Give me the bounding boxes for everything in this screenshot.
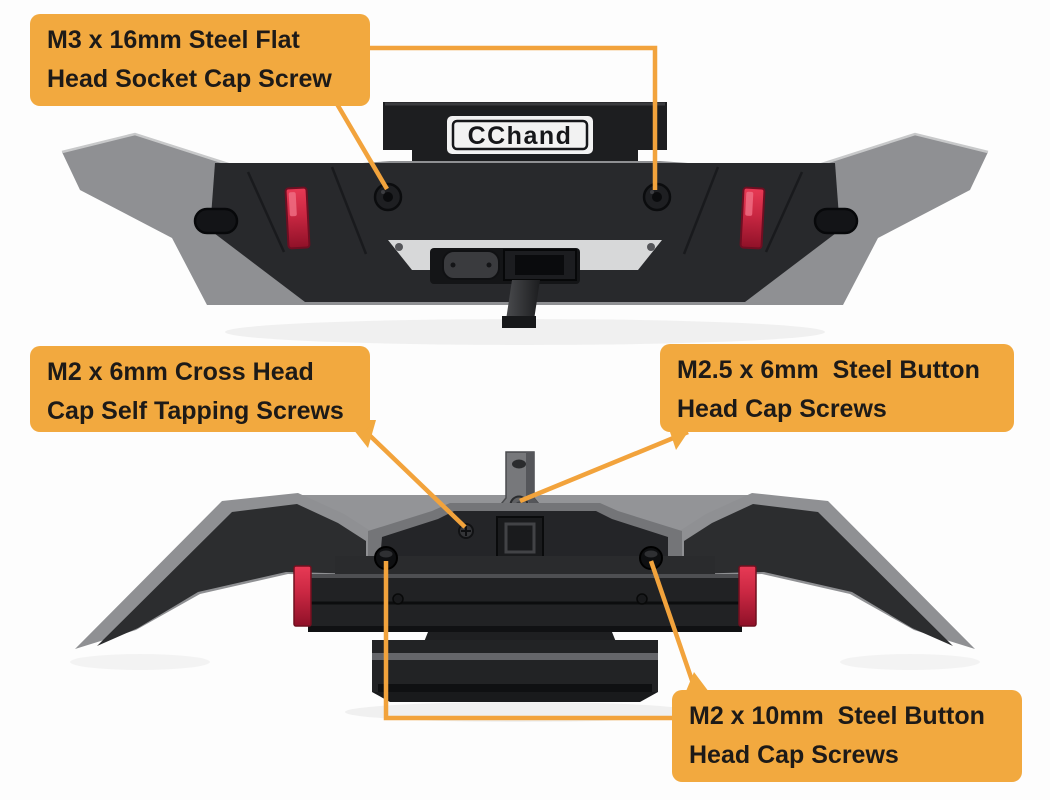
lower-block — [372, 640, 658, 692]
callout-m2-button-line2: Head Cap Screws — [689, 741, 899, 769]
facet-line — [246, 171, 286, 253]
leader-line-m25 — [519, 429, 689, 504]
callout-m25-line1: M2.5 x 6mm Steel Button — [677, 356, 980, 384]
wing-shadow — [70, 654, 210, 670]
right-reflector-top-view — [738, 565, 757, 627]
leader-line-m3 — [368, 45, 658, 190]
cchand-logo-border — [451, 119, 589, 151]
callout-m2-tapping-line2: Cap Self Tapping Screws — [47, 397, 344, 425]
wing-shadow — [840, 654, 980, 670]
hitch-shank — [506, 280, 540, 320]
top-bumper-shadow — [225, 319, 825, 345]
skid-screw-right — [647, 243, 655, 251]
bumper-black-face — [210, 163, 840, 302]
license-plate — [442, 250, 500, 280]
cchand-logo-text: CChand — [468, 122, 573, 150]
right-oval-slot — [813, 207, 859, 235]
receiver-top-opening — [504, 522, 536, 554]
license-rivet — [450, 262, 456, 268]
left-reflector — [284, 186, 311, 250]
left-wing — [97, 504, 366, 646]
leader-line-m2-tapping — [360, 426, 467, 529]
leader-line-m2x10-right — [648, 560, 699, 693]
m2x10-screw-left — [374, 546, 398, 570]
left-wing-highlight — [61, 132, 251, 173]
bottom-bumper-illustration — [70, 451, 980, 722]
callout-m2-button-line1: M2 x 10mm Steel Button — [689, 702, 985, 730]
left-oval-slot — [193, 207, 239, 235]
facet-line — [330, 166, 368, 255]
callout-m3-line1: M3 x 16mm Steel Flat — [47, 26, 300, 54]
rail-screw-right — [636, 593, 648, 605]
callout-m3-line2: Head Socket Cap Screw — [47, 65, 332, 93]
skid-screw-left — [395, 243, 403, 251]
top-bumper-illustration: CChand — [61, 102, 989, 345]
hitch-shank-foot — [502, 316, 536, 328]
license-rivet — [486, 262, 492, 268]
lower-block-bevel — [372, 653, 658, 660]
callout-m2-tapping-line1: M2 x 6mm Cross Head — [47, 358, 314, 386]
facet-line — [682, 166, 720, 255]
leader-line-m2x10-left — [383, 561, 672, 721]
left-reflector-top-view — [293, 565, 312, 627]
m3-screw-left — [373, 182, 403, 212]
lower-block-edge — [378, 684, 652, 692]
rail-bottom-edge — [308, 626, 742, 632]
right-reflector — [739, 186, 766, 250]
rail-screw-left — [392, 593, 404, 605]
right-wing — [684, 504, 953, 646]
lower-block-face — [372, 692, 658, 702]
right-wing-highlight — [799, 132, 989, 173]
leader-line-m3-diagonal — [335, 102, 389, 191]
cchand-logo-plate — [447, 116, 593, 154]
facet-line — [764, 171, 804, 253]
m2x10-screw-right — [639, 546, 663, 570]
hitch-receiver-opening — [515, 255, 564, 275]
rail-highlight — [308, 574, 742, 578]
callout-m25-line2: Head Cap Screws — [677, 395, 887, 423]
